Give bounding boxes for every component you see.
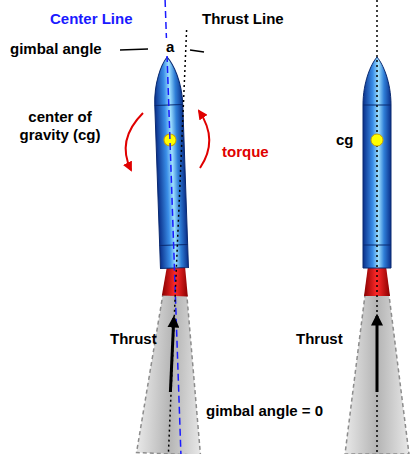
cg-label: cg xyxy=(336,131,354,149)
cg-dot xyxy=(371,134,383,146)
angle-symbol: a xyxy=(164,38,176,56)
angle-tick xyxy=(190,50,204,52)
torque-arrow xyxy=(199,111,209,168)
torque-arrow xyxy=(126,113,143,170)
exhaust-plume xyxy=(137,294,207,454)
center-line xyxy=(165,0,181,454)
rocket-body xyxy=(153,57,188,269)
torque-label: torque xyxy=(222,143,269,161)
line-label: Thrust Line xyxy=(202,10,284,28)
thrust-arrow xyxy=(376,316,379,392)
angle-tick xyxy=(120,49,148,50)
thrust-arrow xyxy=(170,318,173,392)
thrust-line xyxy=(376,0,378,454)
thrust-label: Thrust xyxy=(296,330,343,348)
angle-label: gimbal angle xyxy=(10,40,102,58)
line-label: Center Line xyxy=(50,10,133,28)
tilted-rocket xyxy=(153,57,188,269)
straight-rocket xyxy=(345,0,409,454)
gimballed-exhaust xyxy=(137,265,208,454)
cg-label: center of gravity (cg) xyxy=(18,108,102,144)
thrust-label: Thrust xyxy=(110,330,157,348)
thrust-line xyxy=(168,30,186,454)
caption-label: gimbal angle = 0 xyxy=(206,402,323,420)
